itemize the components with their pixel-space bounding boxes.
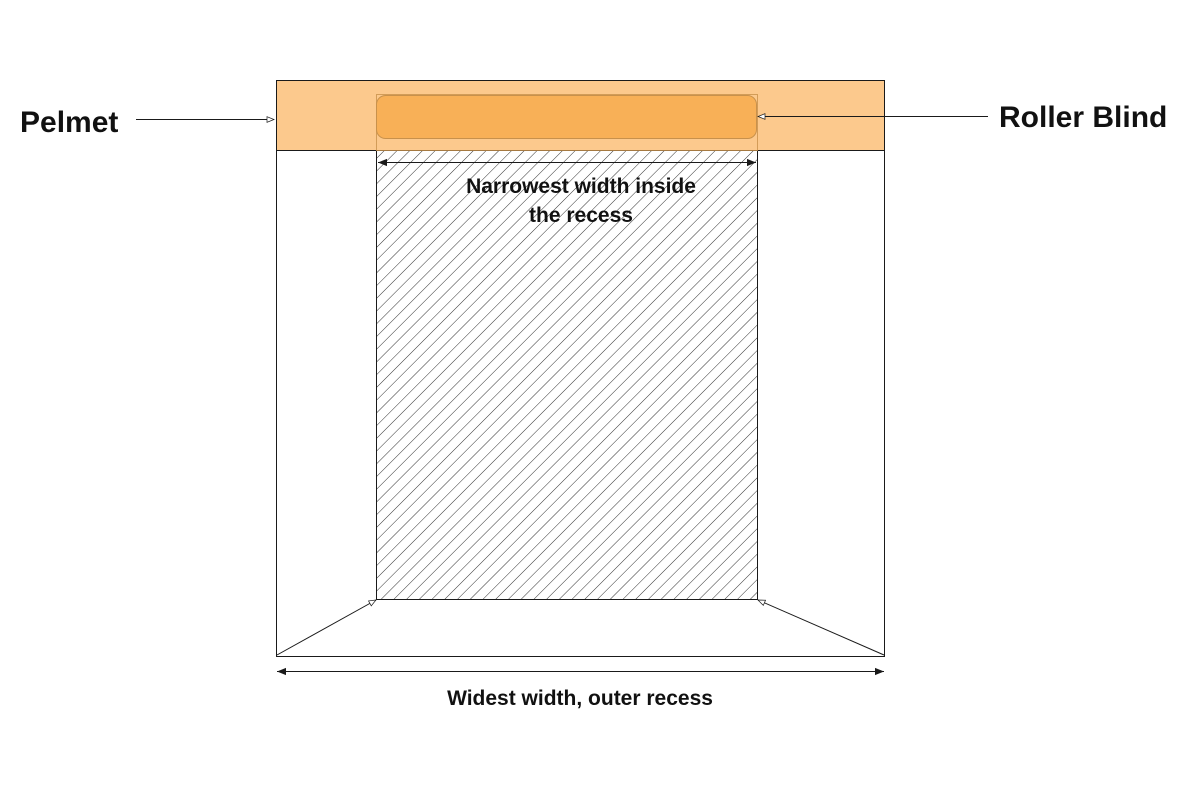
- roller-blind: [376, 95, 757, 139]
- roller-blind-label: Roller Blind: [999, 101, 1167, 134]
- narrowest-width-label-line2: the recess: [529, 204, 633, 227]
- widest-width-label: Widest width, outer recess: [447, 687, 713, 710]
- narrowest-width-label-line1: Narrowest width inside: [466, 175, 696, 198]
- inner-recess-wall: [376, 150, 758, 600]
- perspective-line-right: [757, 599, 885, 656]
- pelmet-label: Pelmet: [20, 106, 118, 139]
- perspective-line-left: [276, 599, 377, 656]
